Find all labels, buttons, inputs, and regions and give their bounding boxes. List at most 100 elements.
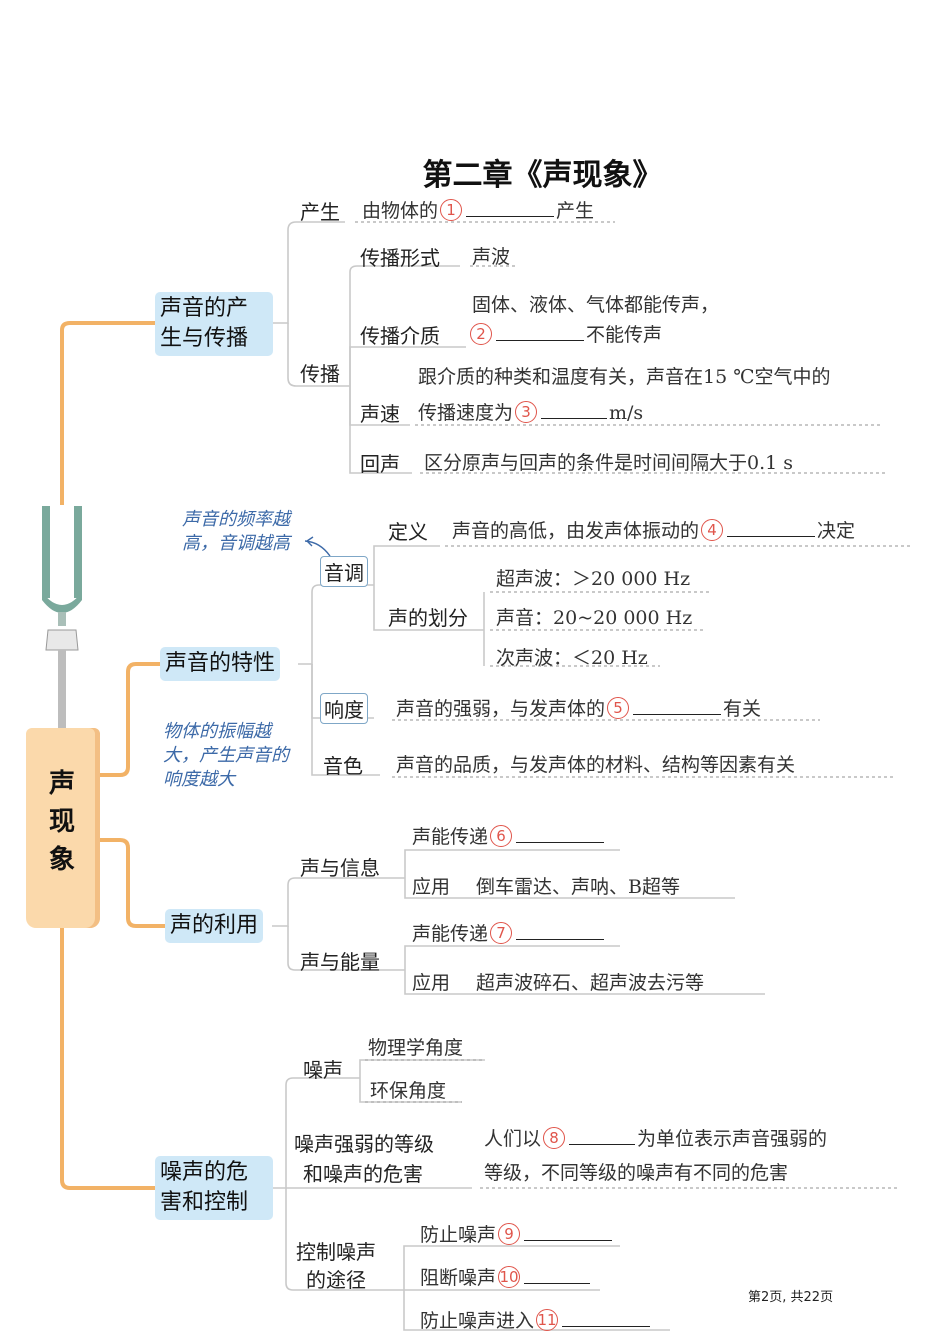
level-label-line1: 噪声强弱的等级 — [294, 1132, 434, 1156]
blank-10 — [524, 1267, 591, 1284]
pitch-note: 声音的频率越高，音调越高 — [182, 509, 290, 554]
blank-number-9: 9 — [498, 1223, 521, 1245]
section-sound-production-node: 声音的产生与传播 — [155, 292, 273, 356]
pitch-def-label: 定义 — [388, 520, 428, 544]
root-title: 声现象 — [48, 769, 75, 875]
blank-number-10: 10 — [498, 1266, 521, 1288]
speed-line1: 跟介质的种类和温度有关，声音在15 ℃空气中的 — [418, 366, 831, 388]
section-sound-uses-node: 声的利用 — [165, 909, 264, 943]
noise-label: 噪声 — [303, 1058, 343, 1082]
spread-form-text: 声波 — [472, 246, 511, 268]
spread-medium-after: 不能传声 — [586, 324, 663, 346]
spread-label: 传播 — [300, 362, 340, 386]
blank-number-2: 2 — [470, 323, 492, 345]
produce-label: 产生 — [300, 200, 340, 224]
timbre-text: 声音的品质，与发声体的材料、结构等因素有关 — [396, 754, 796, 776]
speed-unit: m/s — [609, 402, 644, 424]
section-noise-control-node: 噪声的危害和控制 — [155, 1156, 273, 1220]
spread-medium-label: 传播介质 — [360, 324, 440, 348]
pitch-label: 音调 — [320, 556, 368, 587]
blank-4 — [727, 520, 816, 537]
blank-number-1: 1 — [440, 199, 463, 221]
spread-medium-line1: 固体、液体、气体都能传声， — [472, 294, 720, 316]
level-label-line2: 和噪声的危害 — [303, 1162, 423, 1186]
noise-item-environment: 环保角度 — [370, 1080, 447, 1102]
loudness-before: 声音的强弱，与发声体的 — [396, 698, 606, 720]
control-label-line1: 控制噪声 — [296, 1240, 376, 1264]
blank-number-7: 7 — [490, 922, 513, 944]
energy-transfer-label: 声能传递 — [412, 923, 489, 945]
energy-app-label: 应用 — [412, 972, 451, 994]
noise-item-physics: 物理学角度 — [368, 1037, 464, 1059]
section-sound-characteristics-node: 声音的特性 — [160, 647, 281, 681]
blank-1 — [466, 200, 555, 217]
division-label: 声的划分 — [388, 606, 468, 630]
speed-line2-before: 传播速度为 — [418, 402, 514, 424]
loudness-label: 响度 — [320, 693, 368, 724]
spread-form-label: 传播形式 — [360, 246, 440, 270]
division-item-value: ＞20 000 Hz — [572, 568, 691, 590]
root-banner — [26, 728, 100, 928]
blank-number-5: 5 — [607, 697, 630, 719]
blank-7 — [516, 923, 605, 940]
division-item-label: 次声波： — [496, 647, 573, 669]
control-label-line2: 的途径 — [306, 1268, 366, 1292]
blank-5 — [633, 698, 722, 715]
info-app-text: 倒车雷达、声呐、B超等 — [476, 876, 680, 898]
echo-text: 区分原声与回声的条件是时间间隔大于0.1 s — [424, 452, 794, 474]
blank-3 — [541, 402, 608, 419]
trunk-connectors — [60, 321, 165, 1190]
control-item-label: 防止噪声 — [420, 1224, 497, 1246]
info-app-label: 应用 — [412, 876, 451, 898]
tuning-fork-icon — [42, 506, 82, 732]
blank-number-4: 4 — [701, 519, 724, 541]
page-footer: 第2页, 共22页 — [748, 1290, 834, 1305]
blank-2 — [496, 324, 584, 341]
blank-number-3: 3 — [515, 401, 538, 423]
page-title: 第二章《声现象》 — [422, 158, 663, 193]
dotted-underlines — [355, 221, 910, 1189]
echo-label: 回声 — [360, 452, 400, 476]
control-item-label: 防止噪声进入 — [420, 1310, 535, 1332]
loudness-after: 有关 — [723, 698, 762, 720]
produce-text-before: 由物体的 — [362, 200, 439, 222]
blank-number-11: 11 — [536, 1309, 559, 1331]
note-arrows — [304, 536, 331, 557]
pitch-def-after: 决定 — [817, 520, 856, 542]
info-label: 声与信息 — [300, 856, 380, 880]
level-line2: 等级，不同等级的噪声有不同的危害 — [484, 1162, 789, 1184]
energy-app-text: 超声波碎石、超声波去污等 — [476, 972, 705, 994]
blank-number-8: 8 — [543, 1127, 566, 1149]
division-item-value: 20~20 000 Hz — [553, 607, 693, 629]
info-transfer-label: 声能传递 — [412, 826, 489, 848]
energy-label: 声与能量 — [300, 950, 380, 974]
blank-6 — [516, 826, 605, 843]
control-item-label: 阻断噪声 — [420, 1267, 497, 1289]
blank-number-6: 6 — [490, 825, 513, 847]
division-item-label: 声音： — [496, 607, 554, 629]
blank-9 — [524, 1224, 613, 1241]
produce-text-after: 产生 — [556, 200, 595, 222]
branch-connectors — [268, 221, 765, 1331]
division-item-infrasonic: 次声波：＜20 Hz — [496, 643, 648, 670]
division-item-value: ＜20 Hz — [572, 647, 648, 669]
level-before: 人们以 — [484, 1128, 542, 1150]
spread-medium-line2: 2 不能传声 — [468, 320, 662, 347]
speed-label: 声速 — [360, 402, 400, 426]
division-item-label: 超声波： — [496, 568, 573, 590]
division-item-ultrasonic: 超声波：＞20 000 Hz — [496, 564, 690, 591]
blank-11 — [562, 1310, 651, 1327]
division-item-audible: 声音：20~20 000 Hz — [496, 603, 692, 630]
pitch-def-before: 声音的高低，由发声体振动的 — [452, 520, 700, 542]
